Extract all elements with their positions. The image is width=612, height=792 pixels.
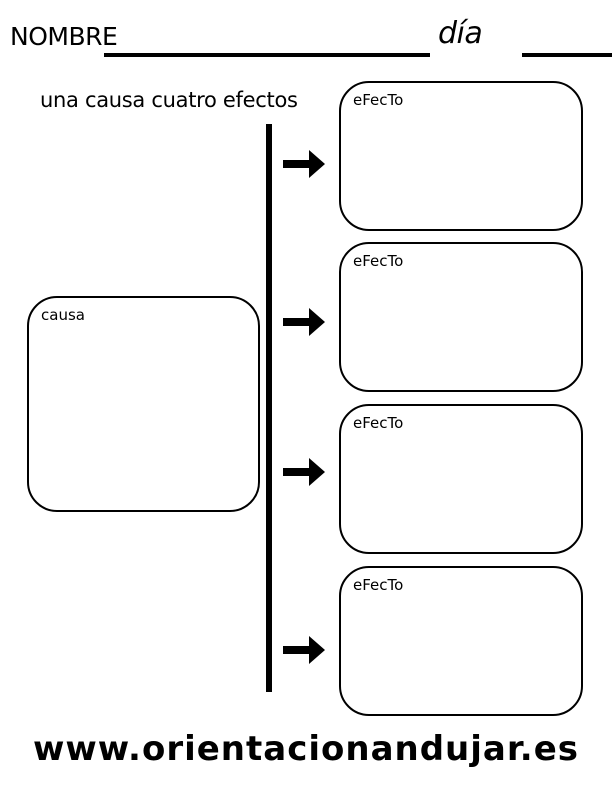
- arrow-right-icon: [283, 636, 325, 664]
- day-field-line[interactable]: [522, 53, 612, 57]
- cause-box[interactable]: causa: [27, 296, 260, 512]
- effect-box-2[interactable]: eFecTo: [339, 242, 583, 392]
- effect-label: eFecTo: [353, 252, 404, 270]
- effect-box-1[interactable]: eFecTo: [339, 81, 583, 231]
- effect-box-4[interactable]: eFecTo: [339, 566, 583, 716]
- arrow-right-icon: [283, 308, 325, 336]
- effect-label: eFecTo: [353, 414, 404, 432]
- effect-label: eFecTo: [353, 91, 404, 109]
- day-label: día: [438, 16, 483, 51]
- name-label: NOMBRE: [10, 22, 118, 51]
- worksheet-subtitle: una causa cuatro efectos: [40, 88, 298, 112]
- footer-url: www.orientacionandujar.es: [32, 729, 579, 769]
- cause-label: causa: [41, 306, 85, 324]
- name-field-line[interactable]: [104, 53, 430, 57]
- arrow-right-icon: [283, 458, 325, 486]
- effect-label: eFecTo: [353, 576, 404, 594]
- effect-box-3[interactable]: eFecTo: [339, 404, 583, 554]
- divider-line: [266, 124, 272, 692]
- arrow-right-icon: [283, 150, 325, 178]
